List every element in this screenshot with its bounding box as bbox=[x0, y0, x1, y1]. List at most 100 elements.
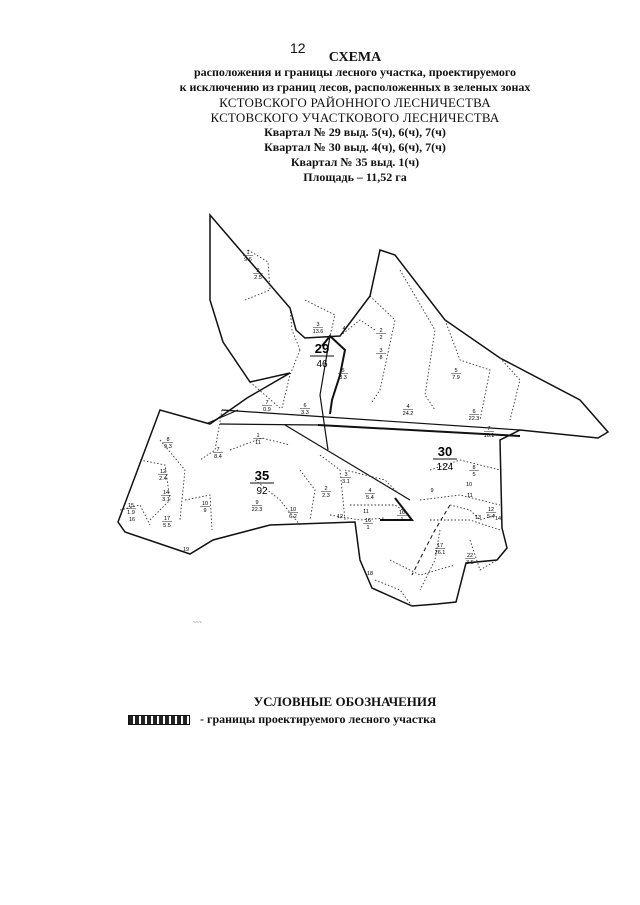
plot-number: 12 bbox=[160, 469, 166, 475]
plot-number: 6 bbox=[303, 403, 306, 409]
plot-number: 16 bbox=[129, 517, 135, 523]
map-header: СХЕМА расположения и границы лесного уча… bbox=[0, 50, 640, 185]
plot-number: 10 bbox=[466, 482, 472, 488]
plot-area: 2.4 bbox=[159, 476, 167, 482]
plot-number: 1 bbox=[256, 433, 259, 439]
plot-number: 16 bbox=[365, 518, 371, 524]
plot-area: 3.3 bbox=[301, 410, 309, 416]
plot-area: 13.6 bbox=[313, 329, 324, 335]
plot-area: 24.2 bbox=[403, 411, 414, 417]
forest-outer-boundary bbox=[117, 212, 610, 607]
stray-mark: ~~~ bbox=[193, 620, 202, 626]
plot-number: 2 bbox=[324, 486, 327, 492]
plot-number: 3 bbox=[344, 472, 347, 478]
plot-number: 16 bbox=[399, 510, 405, 516]
plot-area: 22.3 bbox=[469, 416, 480, 422]
plot-number: 7 bbox=[216, 447, 219, 453]
header-line-2: к исключению из границ лесов, расположен… bbox=[179, 80, 531, 94]
header-line-3: КСТОВСКОГО РАЙОННОГО ЛЕСНИЧЕСТВА bbox=[219, 95, 491, 110]
plot-area: 3.1 bbox=[162, 497, 170, 503]
plot-number: 4 bbox=[368, 488, 371, 494]
plot-area: 3.3 bbox=[339, 375, 347, 381]
plot-area: 0.9 bbox=[263, 407, 271, 413]
plot-number: 10 bbox=[290, 507, 296, 513]
plot-area: 5.4 bbox=[366, 495, 374, 501]
plot-number: 10 bbox=[202, 501, 208, 507]
plot-dividers bbox=[119, 249, 521, 607]
plot-number: 6 bbox=[472, 409, 475, 415]
plot-number: 13 bbox=[475, 515, 481, 521]
page-number: 12 bbox=[290, 40, 306, 56]
plot-area: 8 bbox=[379, 355, 382, 361]
plot-number: 5 bbox=[341, 368, 344, 374]
header-line-7: Квартал № 35 выд. 1(ч) bbox=[290, 155, 420, 169]
legend-title: УСЛОВНЫЕ ОБОЗНАЧЕНИЯ bbox=[253, 694, 437, 709]
quarter-number: 35 bbox=[255, 468, 269, 483]
plot-number: 4 bbox=[406, 404, 409, 410]
plot-area: 22.3 bbox=[252, 507, 263, 513]
plot-area: 2.5 bbox=[254, 275, 262, 281]
plot-area: 2.3 bbox=[322, 493, 330, 499]
plot-number: 5 bbox=[454, 368, 457, 374]
quarter-number: 30 bbox=[438, 444, 452, 459]
plot-number: 12 bbox=[337, 514, 343, 520]
plot-number: 7 bbox=[487, 426, 490, 432]
plot-area: 6.2 bbox=[289, 514, 297, 520]
plot-number: 22 bbox=[467, 553, 473, 559]
plot-number: 18 bbox=[367, 571, 373, 577]
plot-area: 26.1 bbox=[435, 550, 446, 556]
plot-number: 15 bbox=[128, 503, 134, 509]
plot-number: 8 bbox=[472, 465, 475, 471]
plot-area: 9 bbox=[203, 508, 206, 514]
plot-number: 14 bbox=[495, 516, 501, 522]
plot-number: 3 bbox=[379, 348, 382, 354]
plot-number: 17 bbox=[164, 516, 170, 522]
plot-number: 11 bbox=[467, 493, 473, 499]
quarter-number: 29 bbox=[315, 341, 329, 356]
plot-area: 1 bbox=[400, 517, 403, 523]
boundary-line-swatch bbox=[128, 714, 190, 725]
legend-item-text: - границы проектируемого лесного участка bbox=[200, 712, 436, 726]
scheme-title: СХЕМА bbox=[328, 50, 382, 65]
plot-number: 19 bbox=[183, 547, 189, 553]
plot-number: 9 bbox=[255, 500, 258, 506]
plot-area: 11 bbox=[255, 440, 261, 446]
plot-number: 3 bbox=[316, 322, 319, 328]
plot-number: 11 bbox=[363, 509, 369, 515]
header-line-5: Квартал № 29 выд. 5(ч), 6(ч), 7(ч) bbox=[264, 125, 446, 139]
quarter-area: 92 bbox=[256, 486, 268, 497]
plot-number: 9 bbox=[430, 488, 433, 494]
plot-area: 5 bbox=[472, 472, 475, 478]
plot-number: 14 bbox=[163, 490, 169, 496]
plot-number: 12 bbox=[488, 507, 494, 513]
plot-number: 4 bbox=[342, 326, 345, 332]
plot-number: 8 bbox=[166, 437, 169, 443]
plot-area: 3.5 bbox=[466, 560, 474, 566]
legend-item: - границы проектируемого лесного участка bbox=[128, 712, 436, 727]
plot-area: 5.5 bbox=[163, 523, 171, 529]
plot-area: 1 bbox=[366, 525, 369, 531]
cut-line bbox=[411, 504, 451, 576]
plot-number: 17 bbox=[437, 543, 443, 549]
plot-area: 9.3 bbox=[164, 444, 172, 450]
header-line-4: КСТОВСКОГО УЧАСТКОВОГО ЛЕСНИЧЕСТВА bbox=[210, 110, 500, 125]
header-line-1: расположения и границы лесного участка, … bbox=[193, 65, 517, 79]
plot-number: 2 bbox=[256, 268, 259, 274]
plot-area: 5.4 bbox=[487, 514, 495, 520]
plot-area: 7.9 bbox=[452, 375, 460, 381]
header-area: Площадь – 11,52 га bbox=[303, 170, 407, 184]
plot-number: 1 bbox=[246, 250, 249, 256]
plot-area: 3.1 bbox=[342, 479, 350, 485]
plot-area: 9.6 bbox=[244, 257, 252, 263]
plot-area: 2 bbox=[379, 335, 382, 341]
quarter-area: 124 bbox=[437, 462, 454, 473]
plot-area: 10.1 bbox=[484, 433, 495, 439]
plot-number: 2 bbox=[379, 328, 382, 334]
projected-plot-boundary bbox=[317, 334, 521, 521]
plot-area: 1.9 bbox=[127, 510, 135, 516]
quarter-area: 46 bbox=[316, 359, 328, 370]
plot-area: 8.4 bbox=[214, 454, 222, 460]
